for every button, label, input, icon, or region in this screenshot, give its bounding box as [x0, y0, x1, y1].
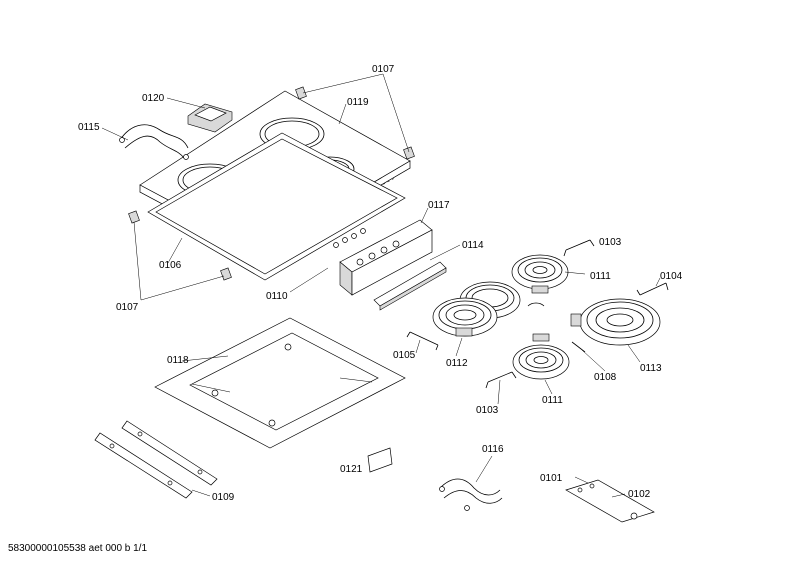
heater-element-upper	[511, 254, 569, 294]
label-0118: 0118	[167, 355, 189, 366]
label-0103-bottom: 0103	[476, 405, 499, 416]
control-bracket	[373, 261, 447, 311]
terminal-block-part	[187, 103, 233, 133]
label-0111-top: 0111	[590, 271, 611, 282]
heater-element-large	[570, 298, 661, 346]
label-0115: 0115	[78, 122, 100, 133]
leader-lines	[101, 73, 661, 498]
spring-clip-parts	[406, 239, 669, 389]
label-0102: 0102	[628, 489, 651, 500]
label-0109: 0109	[212, 492, 235, 503]
cable-harness-upper	[119, 124, 189, 160]
label-0106: 0106	[159, 260, 182, 271]
bottom-housing-tray	[154, 317, 406, 449]
mounting-rails	[94, 420, 218, 499]
label-0110: 0110	[266, 291, 288, 302]
label-0116: 0116	[482, 444, 504, 455]
label-sticker	[367, 447, 393, 473]
label-0108: 0108	[594, 372, 617, 383]
label-0111-bottom: 0111	[542, 395, 563, 406]
label-0114: 0114	[462, 240, 484, 251]
label-0101: 0101	[540, 473, 563, 484]
label-0121: 0121	[340, 464, 363, 475]
label-0120: 0120	[142, 93, 165, 104]
label-0107-top: 0107	[372, 64, 395, 75]
label-0112: 0112	[446, 358, 468, 369]
label-0119: 0119	[347, 97, 369, 108]
corner-bracket-parts	[128, 86, 415, 281]
hob-frame-seal	[147, 132, 406, 281]
document-id-footer: 58300000105538 aet 000 b 1/1	[8, 543, 148, 554]
double-heater-element	[432, 281, 521, 337]
label-0113: 0113	[640, 363, 662, 374]
label-0103-top: 0103	[599, 237, 622, 248]
cable-harness-lower	[439, 478, 503, 511]
connection-plate	[565, 479, 655, 523]
label-0105: 0105	[393, 350, 416, 361]
label-0117: 0117	[428, 200, 450, 211]
part-labels: 0107 0119 0120 0115 0117 0114 0103 0111 …	[78, 64, 683, 503]
label-0107-bottom: 0107	[116, 302, 139, 313]
label-0104: 0104	[660, 271, 683, 282]
control-module	[333, 219, 433, 296]
heater-element-lower	[512, 333, 570, 380]
